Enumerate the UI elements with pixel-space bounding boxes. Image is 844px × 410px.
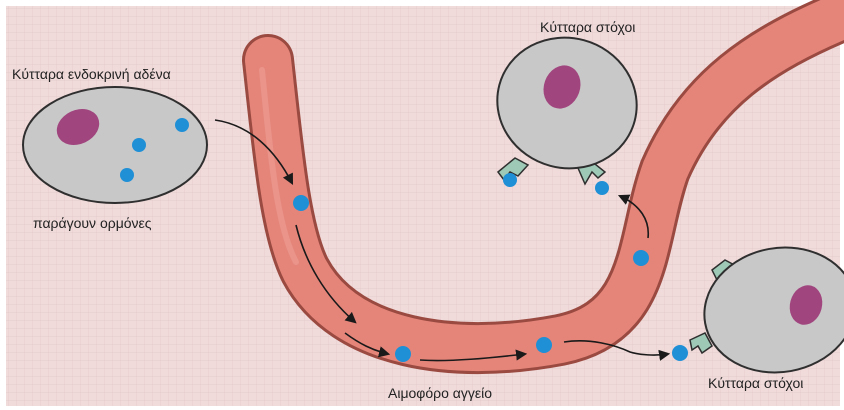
hormone-icon [672, 345, 688, 361]
hormone-icon [293, 195, 309, 211]
hormone-icon [175, 118, 189, 132]
target-cells-right-label: Κύτταρα στόχοι [708, 375, 803, 391]
blood-vessel-label: Αιμοφόρο αγγείο [388, 385, 492, 401]
bound-hormone-icon [503, 173, 517, 187]
gland-cell-body [23, 87, 207, 203]
produce-hormones-label: παράγουν ορμόνες [33, 215, 152, 231]
hormone-icon [536, 337, 552, 353]
hormone-icon [633, 250, 649, 266]
hormone-icon [395, 346, 411, 362]
hormone-icon [595, 181, 609, 195]
hormone-icon [120, 168, 134, 182]
gland-cell [23, 87, 207, 203]
hormone-icon [132, 138, 146, 152]
target-cells-top-label: Κύτταρα στόχοι [540, 19, 635, 35]
gland-cells-label: Κύτταρα ενδοκρινή αδένα [12, 66, 171, 82]
